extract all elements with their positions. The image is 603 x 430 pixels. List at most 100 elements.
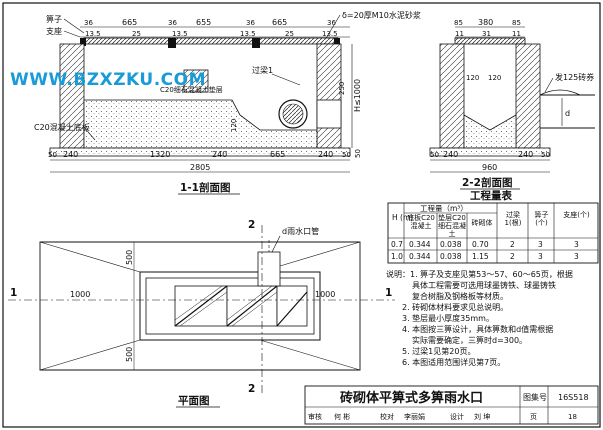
dim-13-5-b: 13.5 (172, 30, 188, 38)
plan-pipe (257, 251, 281, 287)
bdim-240-a: 240 (63, 150, 78, 159)
dim-36-b: 36 (168, 19, 177, 27)
side-dim-250: 250 (338, 82, 346, 95)
table-cell: 1.0 (391, 252, 403, 261)
total-2805: 2805 (190, 163, 210, 172)
plan-grate-1 (174, 285, 228, 327)
s2-dim-11-b: 11 (512, 30, 521, 38)
dim-13-5-a: 13.5 (85, 30, 101, 38)
table-cell: 0.344 (409, 240, 431, 249)
plan-title: 平面图 (178, 395, 210, 407)
section-2-2: 85 380 85 11 31 11 d 发125砖券 120 120 50 2… (429, 18, 595, 190)
note-line: 实际需要确定，三箅时d=300。 (412, 335, 527, 345)
th-col-3: 砖砌体 (471, 219, 493, 227)
table-cell: 0.038 (440, 252, 462, 261)
seat-label: 支座 (46, 26, 62, 36)
table-cell: 3 (538, 252, 543, 261)
left-wall (59, 43, 85, 149)
plan-pipe-label: d雨水口管 (282, 226, 319, 236)
tb-cell: 何 彬 (334, 412, 350, 421)
plan-bottom-dim: 500 (125, 347, 134, 362)
plan-left-dim: 1000 (70, 290, 90, 299)
note-line: 说明：1. 箅子及支座见第53～57、60～65页，根据 (386, 269, 573, 279)
note-line: 具体工程需要可选用球墨铸铁、球墨铸铁 (412, 280, 556, 290)
tb-cell: 刘 坤 (474, 412, 490, 421)
plan-view: d雨水口管 2 2 1 1 1000 1000 500 500 平面图 (8, 219, 395, 408)
bdim-665: 665 (270, 150, 285, 159)
plan-grate-3 (276, 285, 308, 327)
plan-top-dim: 500 (125, 250, 134, 265)
s2-bdim-240-b: 240 (518, 150, 533, 159)
s2-left-wall (439, 43, 465, 149)
s2-total: 960 (482, 163, 497, 172)
notes: 说明：1. 箅子及支座见第53～57、60～65页，根据 具体工程需要可选用球墨… (386, 269, 573, 367)
dim-25-b: 25 (285, 30, 294, 38)
inner-pier (183, 69, 209, 93)
dim-13-5-c: 13.5 (240, 30, 256, 38)
s2-dim-85-a: 85 (454, 19, 463, 27)
bdim-240-b: 240 (212, 150, 227, 159)
dim-36-d: 36 (327, 19, 336, 27)
table-cell: 0.038 (440, 240, 462, 249)
base-slab (49, 147, 351, 157)
tb-cell: 页 (530, 413, 537, 421)
table-cell: 0.7 (391, 240, 403, 249)
note-line: 复合树脂及钢格板等材质。 (412, 291, 508, 301)
note-line: 6. 本图适用范围详见第7页。 (402, 357, 505, 367)
fill-label: C20细石混凝土垫层 (160, 85, 223, 94)
bdim-50-b: 50 (342, 151, 351, 159)
table-cell: 3 (574, 252, 579, 261)
dim-36-c: 36 (246, 19, 255, 27)
side-dim-120: 120 (230, 119, 238, 132)
s2-right-wall (515, 43, 541, 149)
watermark: WWW.BZXZKU.COM (10, 70, 206, 90)
s2-dim-85-b: 85 (512, 19, 521, 27)
s2-dim-120-b: 120 (488, 74, 501, 82)
table-cell: 2 (510, 240, 515, 249)
th-col-4: 过梁1(根) (504, 211, 522, 227)
s2-bdim-50-a: 50 (430, 151, 439, 159)
table-cell: 3 (538, 240, 543, 249)
section-1-1: 箅子 支座 36 665 36 655 36 665 36 13.5 25 13… (34, 10, 421, 195)
s2-pipe-label: 发125砖券 (555, 72, 594, 82)
dim-655: 655 (196, 18, 211, 27)
tb-cell: 校对 (380, 412, 394, 421)
note-line: 4. 本图按三箅设计，具体箅数和d值需根据 (402, 324, 553, 334)
table-cell: 3 (574, 240, 579, 249)
s2-bdim-50-b: 50 (541, 151, 550, 159)
grate-label: 箅子 (46, 14, 62, 24)
quantity-table: 工程量表 H (m) 工程量（m³） 底板C20混凝土 垫层C20细石混凝土 砖… (387, 189, 599, 264)
drawing-title: 砖砌体平箅式多箅雨水口 (340, 390, 483, 406)
mortar-label: δ=20厚M10水泥砂浆 (342, 10, 421, 20)
section-mark-2-bottom: 2 (248, 383, 255, 395)
table-cell: 2 (510, 252, 515, 261)
th-col-1: 底板C20混凝土 (407, 214, 435, 230)
support-post-a (168, 38, 176, 48)
dim-665-a: 665 (122, 18, 137, 27)
s2-dim-31: 31 (482, 30, 491, 38)
table-cell: 0.344 (409, 252, 431, 261)
th-qty: 工程量（m³） (420, 204, 468, 213)
note-line: 3. 垫层最小厚度35mm。 (402, 313, 494, 323)
s2-dim-11-a: 11 (455, 30, 464, 38)
base-plate-label: C20混凝土底板 (34, 122, 90, 132)
plan-grate-2 (226, 285, 278, 327)
s2-d-label: d (565, 109, 570, 118)
atlas-no: 16S518 (558, 393, 589, 402)
tb-cell: 设计 (450, 412, 464, 421)
dim-25-a: 25 (132, 30, 141, 38)
table-cell: 0.70 (472, 240, 489, 249)
grate-bars (83, 37, 339, 45)
s2-dim-120-a: 120 (466, 74, 479, 82)
th-col-2: 垫层C20细石混凝土 (438, 214, 466, 238)
table-title: 工程量表 (470, 189, 512, 202)
tb-cell: 审核 (308, 412, 322, 421)
tb-cell: 18 (568, 413, 577, 421)
section-mark-1-left: 1 (10, 287, 17, 299)
section-mark-1-right: 1 (385, 287, 392, 299)
atlas-label: 图集号 (523, 392, 547, 402)
title-block: 砖砌体平箅式多箅雨水口 图集号 16S518 审核 何 彬 校对 李丽娟 设计 … (304, 385, 599, 425)
s2-bdim-240-a: 240 (443, 150, 458, 159)
